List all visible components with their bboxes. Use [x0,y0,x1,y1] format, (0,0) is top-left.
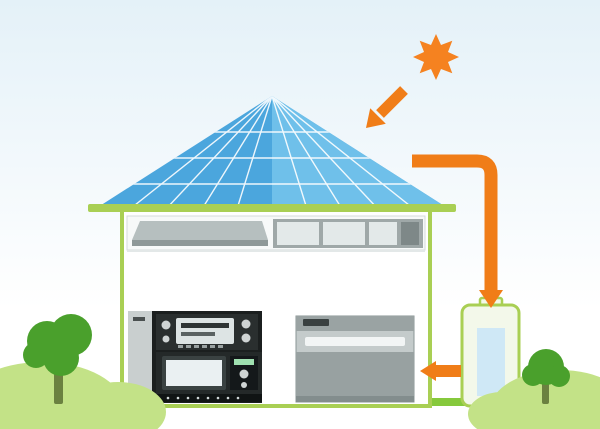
button-row [178,345,223,348]
control-knob [161,320,171,330]
power-flow-arrow-shaft [412,154,498,291]
range-hood-vent [132,221,268,246]
tree-trunk [542,382,549,404]
window-pane [277,222,319,245]
control-knob [241,333,251,343]
base-indicator-dots [166,396,240,400]
dishwasher-handle [303,319,329,326]
tree-foliage [23,314,92,376]
control-knob [162,335,170,343]
microwave-display [234,359,254,365]
window-pane-dark [401,222,419,245]
tree-foliage [522,349,570,387]
sunlight-arrow-head [366,108,386,128]
oven-microwave-unit [128,311,262,403]
sun-icon [413,34,459,80]
bush-right-small [468,392,536,429]
solar-panel-right-facet [272,96,449,209]
dishwasher-slot [305,337,405,346]
display-segment [181,332,215,336]
cabinet-handle [133,317,145,321]
control-knob [241,319,251,329]
floor-separator [127,250,425,252]
sun-core [423,44,449,70]
window-pane [369,222,397,245]
battery-level-window [477,328,505,396]
microwave-knob [241,382,247,388]
sunlight-arrow-icon [366,86,408,128]
dishwasher-unit [295,315,415,403]
vent-hood [132,221,268,240]
power-flow-arrow-icon [412,154,503,308]
tree-right [522,349,570,404]
display-screen [176,318,234,344]
supply-arrow-icon [420,361,461,381]
microwave-window [166,360,222,386]
microwave-knob [239,369,249,379]
dishwasher-lower-panel [296,352,414,402]
upper-windows [273,219,423,248]
tree-left [23,314,92,404]
power-flow-arrow-head [479,290,503,308]
sunlight-arrow-shaft [376,86,408,118]
bush-left-small [70,382,166,429]
dishwasher-base [296,396,414,402]
display-segment [181,323,229,328]
window-pane [323,222,365,245]
supply-arrow-head [420,361,436,381]
vent-hood-shadow [132,240,268,246]
